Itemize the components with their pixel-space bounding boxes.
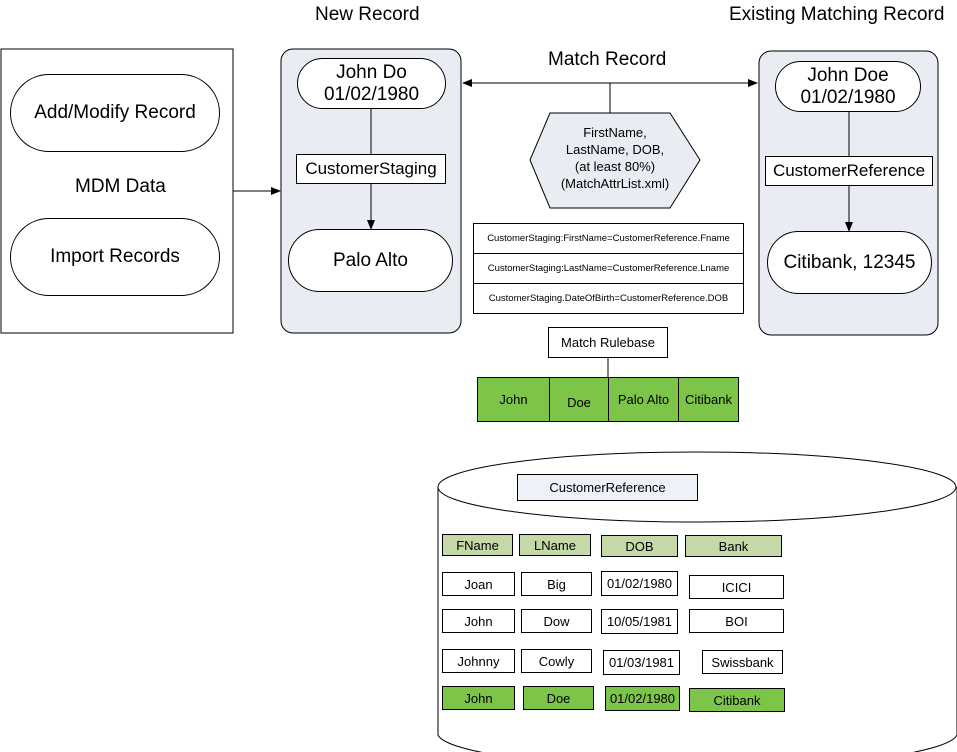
match-rules-table: CustomerStaging:FirstName=CustomerRefere… (473, 223, 744, 314)
database-table-name: CustomerReference (517, 474, 698, 501)
db-row2-lname: Dow (521, 609, 592, 633)
customer-reference-node: CustomerReference (765, 156, 933, 186)
db-row1-lname: Big (521, 572, 592, 596)
merged-record-city: Palo Alto (609, 378, 679, 421)
merged-record-bank: Citibank (679, 378, 738, 421)
customer-staging-node: CustomerStaging (296, 154, 446, 184)
merged-record-fname: John (478, 378, 550, 421)
db-row4-bank: Citibank (689, 688, 785, 712)
db-header-fname: FName (442, 534, 513, 556)
db-row4-lname: Doe (523, 686, 594, 710)
match-rulebase-node: Match Rulebase (548, 327, 668, 358)
import-records-node: Import Records (10, 218, 220, 296)
db-row3-bank: Swissbank (702, 650, 783, 674)
match-criteria-text: FirstName, LastName, DOB, (at least 80%)… (560, 125, 670, 191)
db-row1-fname: Joan (442, 572, 515, 596)
match-rule-1: CustomerStaging:FirstName=CustomerRefere… (474, 224, 743, 254)
db-row1-dob: 01/02/1980 (601, 571, 678, 596)
match-record-label: Match Record (548, 49, 667, 70)
db-row3-fname: Johnny (442, 649, 515, 673)
db-row2-bank: BOI (689, 609, 784, 633)
db-row3-dob: 01/03/1981 (603, 650, 680, 675)
db-header-bank: Bank (685, 535, 782, 557)
match-rule-3: CustomerStaging.DateOfBirth=CustomerRefe… (488, 293, 729, 304)
new-record-name-dob: John Do 01/02/1980 (297, 58, 446, 109)
db-header-dob: DOB (601, 535, 678, 557)
citibank-node: Citibank, 12345 (767, 231, 932, 294)
existing-record-heading: Existing Matching Record (729, 4, 945, 25)
new-record-heading: New Record (315, 4, 420, 25)
add-modify-record-node: Add/Modify Record (10, 74, 220, 152)
db-row2-dob: 10/05/1981 (601, 609, 678, 634)
existing-record-name-dob: John Doe 01/02/1980 (775, 61, 921, 112)
match-rule-2: CustomerStaging:LastName=CustomerReferen… (474, 254, 743, 284)
mdm-data-label: MDM Data (75, 176, 166, 197)
db-row2-fname: John (442, 609, 515, 633)
palo-alto-node: Palo Alto (288, 229, 453, 292)
db-row1-bank: ICICI (689, 575, 784, 599)
match-criteria-hexagon (529, 112, 701, 209)
db-row4-fname: John (442, 686, 515, 710)
db-row4-dob: 01/02/1980 (605, 686, 680, 711)
db-header-lname: LName (519, 534, 591, 556)
db-row3-lname: Cowly (521, 649, 592, 673)
merged-record: John Doe Palo Alto Citibank (477, 377, 739, 422)
merged-record-lname: Doe (550, 378, 609, 421)
